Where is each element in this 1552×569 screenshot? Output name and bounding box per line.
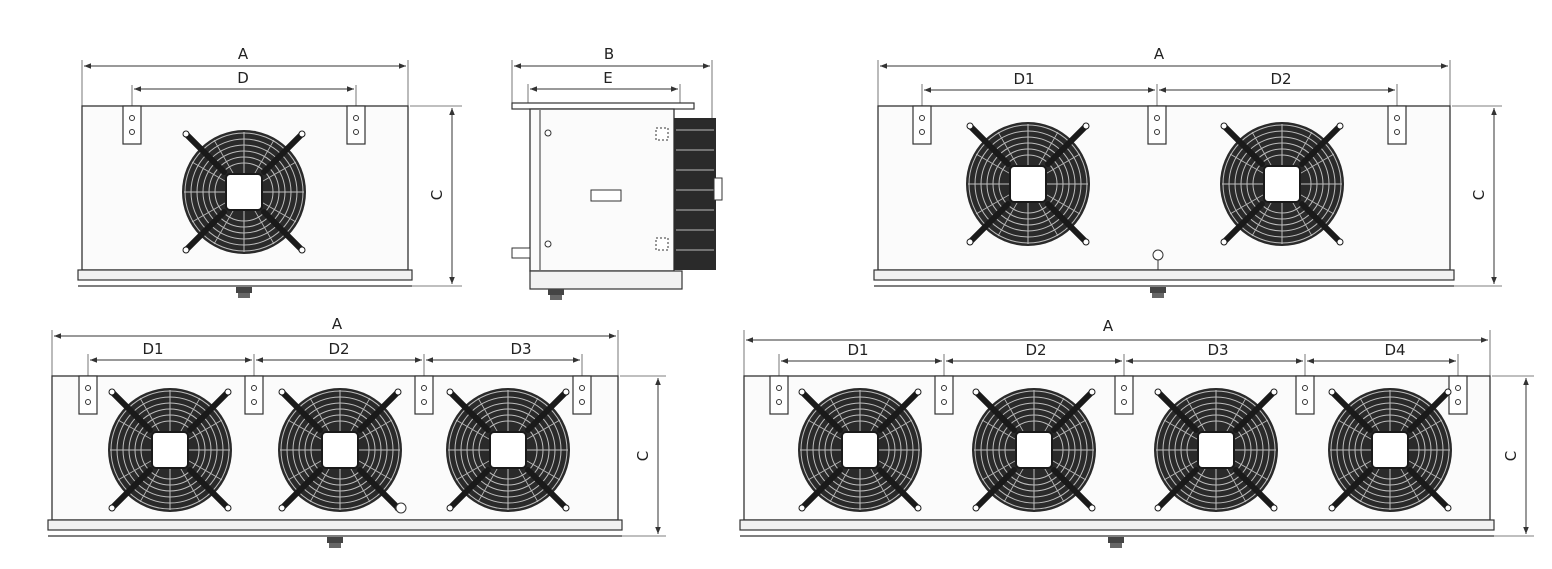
dim-label-a: A <box>1154 45 1165 63</box>
dim-label-d1: D1 <box>142 340 163 358</box>
mounting-bracket <box>78 375 98 415</box>
four-fan-front-view: A D1 D2 D3 D4 C <box>739 317 1534 548</box>
dim-label-d3: D3 <box>1207 341 1228 359</box>
dim-label-a: A <box>332 315 343 333</box>
drain-fitting <box>236 287 252 298</box>
drain-fitting <box>327 537 343 548</box>
dim-label-c: C <box>1470 190 1488 200</box>
fan-guard-icon <box>278 388 402 512</box>
dim-label-d1: D1 <box>847 341 868 359</box>
mounting-bracket <box>1387 105 1407 145</box>
dim-label-e: E <box>603 69 612 87</box>
fan-guard-icon <box>1220 122 1344 246</box>
fan-guard-icon <box>108 388 232 512</box>
two-fan-front-view: A D1 D2 C <box>873 45 1502 298</box>
mounting-bracket <box>122 105 142 145</box>
dim-label-a: A <box>238 45 249 63</box>
dim-label-a: A <box>1103 317 1114 335</box>
dim-label-c: C <box>1502 451 1520 461</box>
fan-guard-icon <box>966 122 1090 246</box>
fan-guard-icon <box>446 388 570 512</box>
dim-label-d2: D2 <box>1270 70 1291 88</box>
drain-fitting <box>1150 287 1166 298</box>
mounting-bracket <box>1147 105 1167 145</box>
mounting-bracket <box>769 375 789 415</box>
dim-label-d: D <box>237 69 249 87</box>
drain-fitting <box>1108 537 1124 548</box>
dim-label-c: C <box>428 190 446 200</box>
mounting-bracket <box>1295 375 1315 415</box>
mounting-bracket <box>244 375 264 415</box>
dim-label-d2: D2 <box>328 340 349 358</box>
mounting-bracket <box>1448 375 1468 415</box>
fan-guard-icon <box>1328 388 1452 512</box>
fan-guard-icon <box>972 388 1096 512</box>
dim-label-c: C <box>634 451 652 461</box>
three-fan-front-view: A D1 D2 D3 C <box>47 315 666 548</box>
fan-guard-icon <box>798 388 922 512</box>
mounting-bracket <box>934 375 954 415</box>
mounting-bracket <box>414 375 434 415</box>
mounting-bracket <box>1114 375 1134 415</box>
single-fan-front-view: A D C <box>77 45 462 298</box>
dim-label-d2: D2 <box>1025 341 1046 359</box>
dim-label-d4: D4 <box>1384 341 1405 359</box>
dim-label-d3: D3 <box>510 340 531 358</box>
side-view: B E <box>511 45 723 300</box>
dim-label-b: B <box>604 45 614 63</box>
dim-label-d1: D1 <box>1013 70 1034 88</box>
mounting-bracket <box>572 375 592 415</box>
drain-fitting <box>548 289 564 300</box>
fan-guard-icon <box>182 130 306 254</box>
mounting-bracket <box>346 105 366 145</box>
mounting-bracket <box>912 105 932 145</box>
fan-guard-icon <box>1154 388 1278 512</box>
